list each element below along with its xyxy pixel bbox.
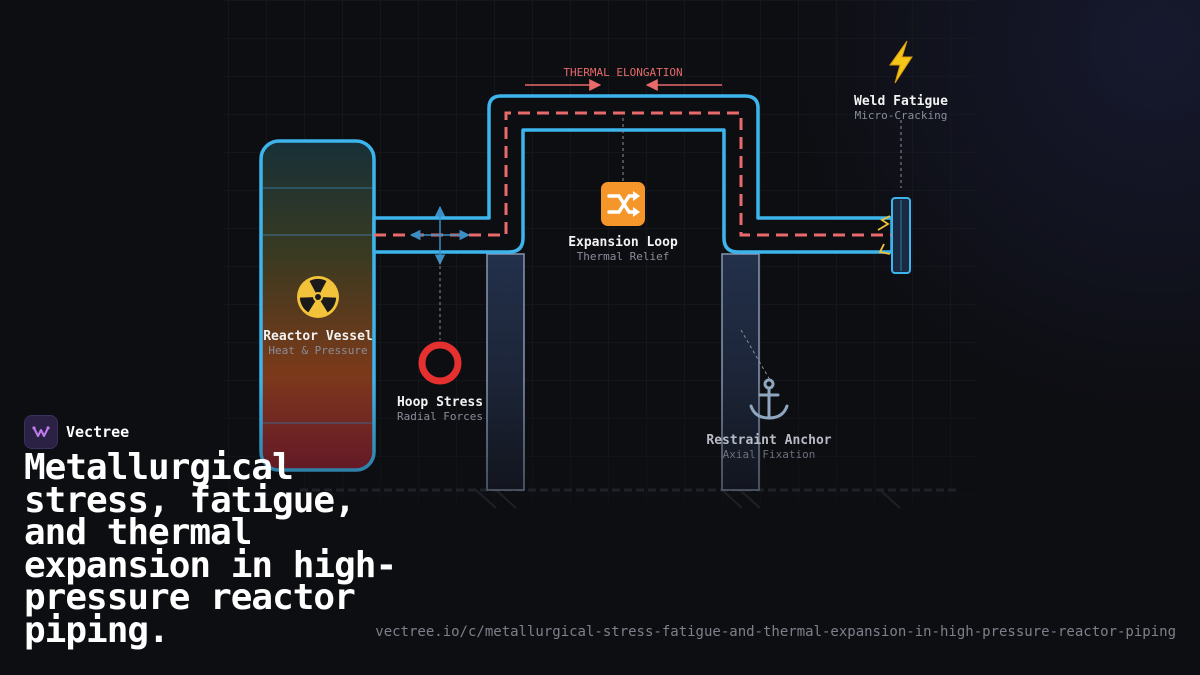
thermal-expansion-line — [374, 111, 892, 237]
reactor-vessel-title: Reactor Vessel — [263, 329, 373, 344]
expansion-loop-title: Expansion Loop — [568, 235, 678, 250]
source-url[interactable]: vectree.io/c/metallurgical-stress-fatigu… — [375, 624, 1176, 640]
vectree-logo-icon — [24, 415, 58, 449]
weld-fatigue-title: Weld Fatigue — [854, 94, 948, 109]
leader-lines — [439, 118, 902, 381]
page-headline: Metallurgical stress, fatigue, and therm… — [24, 447, 397, 651]
restraint-anchor-subtitle: Axial Fixation — [723, 448, 816, 461]
reactor-vessel-subtitle: Heat & Pressure — [268, 344, 367, 357]
hoop-stress-arrows — [409, 205, 471, 266]
lower-fade — [224, 380, 984, 510]
lightning-icon — [889, 40, 913, 84]
ring-icon — [418, 341, 462, 385]
hoop-stress-subtitle: Radial Forces — [397, 410, 483, 423]
hoop-stress-title: Hoop Stress — [397, 395, 483, 410]
anchor-icon — [749, 378, 789, 420]
weld-fatigue-subtitle: Micro-Cracking — [855, 109, 948, 122]
shuffle-icon — [601, 182, 645, 226]
restraint-anchor-title: Restraint Anchor — [706, 433, 831, 448]
brand-name: Vectree — [66, 423, 130, 441]
radioactive-icon — [297, 276, 339, 318]
weld-crack-sparks — [877, 215, 891, 255]
thermal-elongation-label: THERMAL ELONGATION — [563, 66, 682, 79]
brand: Vectree — [24, 415, 129, 449]
expansion-loop-subtitle: Thermal Relief — [577, 250, 670, 263]
